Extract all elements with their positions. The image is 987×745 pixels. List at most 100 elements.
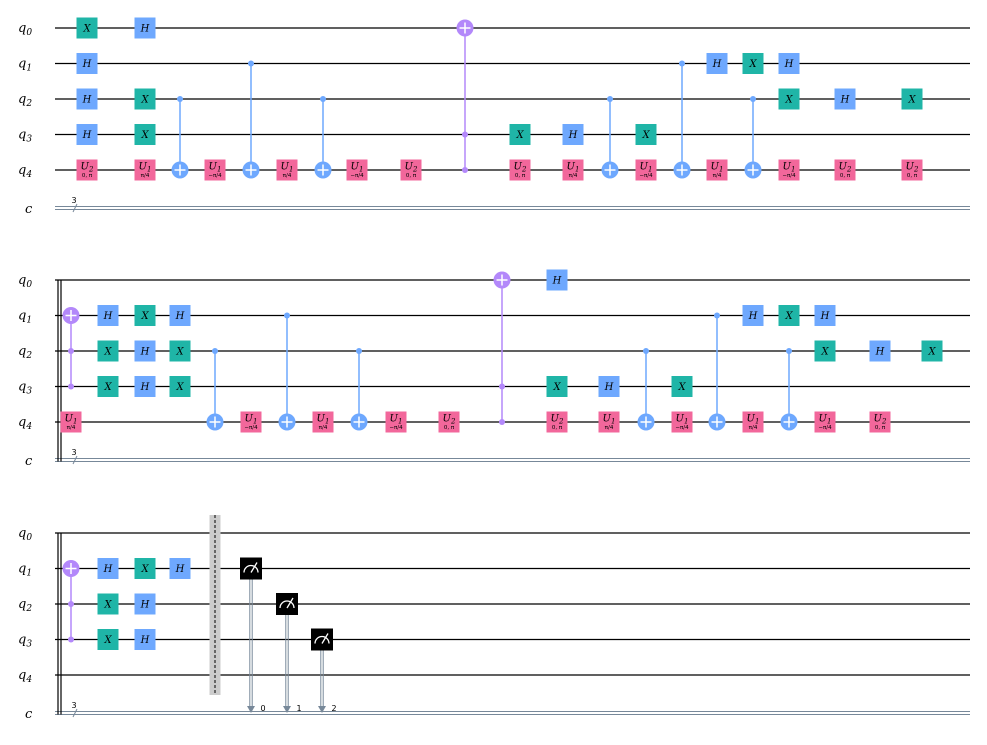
h-gate-box [706,53,728,74]
gate-x: X [97,593,119,615]
gate-label: X [820,347,829,358]
h-gate-box [76,124,98,145]
qubit-label: q4 [18,163,32,180]
gate-u1p: U1π/4 [562,159,584,181]
gate-parameter: 0, π [552,425,563,431]
gate-parameter: 0, π [406,173,417,179]
control-dot [248,60,254,67]
h-gate-box [546,269,568,291]
classical-label: c [25,202,33,217]
gate-x: X [97,340,119,362]
gate-parameter: π/4 [141,173,150,179]
h-gate-box [134,340,156,362]
gate-h: H [814,305,836,326]
u-gate-box [60,411,82,433]
gate-label: H [712,59,722,70]
gate-label: X [103,382,112,393]
gate-u1m: U1−π/4 [240,411,262,433]
gate-x: X [671,376,693,397]
measure-bit-label: 2 [331,704,336,713]
measure-arrow [318,706,326,713]
u-gate-box [385,411,407,433]
control-dot [68,601,74,607]
x-gate-box [778,88,800,110]
u-gate-box [598,411,620,433]
gate-label: U2 [551,414,564,426]
gate-h: H [706,53,728,74]
gate-h: H [134,376,156,397]
gate-label: U2 [874,414,887,426]
gate-u2: U20, π [438,411,460,433]
gate-u2: U20, π [509,159,531,181]
gate-parameter: −π/4 [782,173,796,179]
gate-x: X [814,340,836,362]
h-gate-box [869,340,891,362]
h-gate-box [814,305,836,326]
gate-x: X [169,376,191,397]
gate-h: H [76,88,98,110]
gate-label: U2 [81,162,94,174]
gate-h: H [97,558,119,579]
gate-parameter: π/4 [319,425,328,431]
u-gate-box [901,159,923,181]
gate-cx [242,60,260,179]
gate-parameter: 0, π [840,173,851,179]
gate-label: X [82,24,91,35]
meter-needle-icon [286,597,294,609]
gate-u2: U20, π [76,159,98,181]
x-gate-box [169,376,191,397]
qubit-label: q4 [18,668,32,685]
u-gate-box [562,159,584,181]
gate-x: X [97,629,119,650]
x-gate-box [134,124,156,145]
u-gate-box [240,411,262,433]
h-gate-box [134,593,156,615]
control-dot [68,636,74,643]
gate-label: X [927,347,936,358]
gate-u1m: U1−π/4 [385,411,407,433]
gate-cx [780,348,798,431]
gate-parameter: −π/4 [350,173,364,179]
gate-label: H [604,382,614,393]
gate-u1m: U1−π/4 [204,159,226,181]
gate-x: X [635,124,657,145]
qubit-label: q0 [18,526,32,543]
gate-label: H [140,635,150,646]
gate-parameter: −π/4 [818,425,832,431]
gate-label: X [103,347,112,358]
bundle-slash [72,203,78,213]
classical-bit-count: 3 [71,448,76,457]
gate-h: H [134,629,156,650]
h-gate-box [778,53,800,74]
control-dot [212,348,218,354]
u-gate-box [834,159,856,181]
h-gate-box [598,376,620,397]
gate-label: X [552,382,561,393]
gate-measure: 0 [240,557,266,713]
gate-label: H [568,130,578,141]
x-gate-box [921,340,943,362]
gate-parameter: π/4 [605,425,614,431]
gate-ccx [62,307,80,390]
gate-parameter: π/4 [713,173,722,179]
x-gate-box [97,593,119,615]
gate-label: H [175,564,185,575]
gate-parameter: −π/4 [389,425,403,431]
x-gate-box [134,558,156,579]
meter-icon [243,564,259,573]
gate-label: U2 [443,414,456,426]
control-dot [714,312,720,319]
gate-label: H [875,347,885,358]
gate-u1p: U1π/4 [312,411,334,433]
gate-u2: U20, π [869,411,891,433]
gate-label: X [140,564,149,575]
control-dot [284,312,290,319]
gate-label: X [140,311,149,322]
h-gate-box [97,558,119,579]
gate-label: X [515,130,524,141]
h-gate-box [97,305,119,326]
gate-label: H [140,347,150,358]
gate-parameter: 0, π [82,173,93,179]
